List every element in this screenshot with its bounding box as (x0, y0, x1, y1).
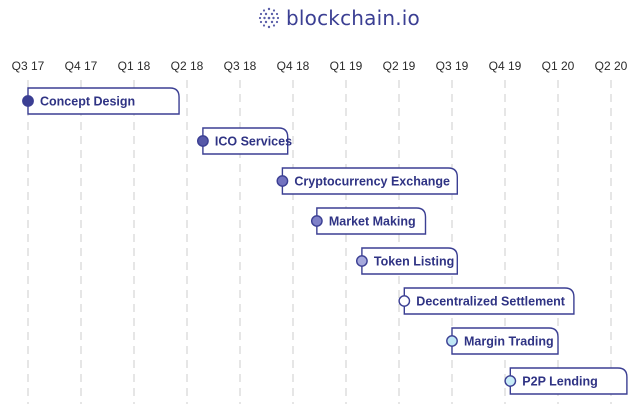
task-bar (316, 207, 427, 235)
period-label: Q3 19 (436, 59, 469, 73)
task-bar (403, 287, 575, 315)
task-label: ICO Services (215, 135, 292, 149)
task-start-marker (504, 375, 517, 387)
task-bar (509, 367, 628, 395)
period-label: Q2 20 (595, 59, 628, 73)
period-label: Q2 18 (171, 59, 204, 73)
period-label: Q4 18 (277, 59, 310, 73)
period-label: Q1 18 (118, 59, 151, 73)
task-label: Token Listing (374, 255, 454, 269)
period-label: Q2 19 (383, 59, 416, 73)
task-start-marker (310, 215, 323, 227)
task-label: Concept Design (40, 95, 135, 109)
period-label: Q4 19 (489, 59, 522, 73)
period-label: Q1 19 (330, 59, 363, 73)
period-label: Q4 17 (65, 59, 98, 73)
task-bar (361, 247, 458, 275)
task-label: Cryptocurrency Exchange (294, 175, 450, 189)
task-start-marker (446, 335, 458, 347)
task-start-marker (276, 175, 289, 187)
task-start-marker (398, 295, 411, 307)
task-start-marker (355, 255, 368, 267)
period-label: Q3 18 (224, 59, 257, 73)
brand-name: blockchain.io (286, 6, 420, 30)
period-label: Q3 17 (12, 59, 45, 73)
task-bar (451, 327, 559, 355)
dotted-globe-icon (258, 7, 280, 29)
brand-logo: blockchain.io (258, 4, 420, 32)
task-start-marker (22, 95, 34, 107)
task-bar (27, 87, 180, 115)
task-bar (202, 127, 289, 155)
task-start-marker (196, 135, 209, 147)
task-label: Market Making (329, 215, 416, 229)
task-label: Margin Trading (464, 335, 554, 349)
task-label: P2P Lending (522, 375, 597, 389)
task-bar (281, 167, 458, 195)
period-label: Q1 20 (542, 59, 575, 73)
task-label: Decentralized Settlement (416, 295, 565, 309)
